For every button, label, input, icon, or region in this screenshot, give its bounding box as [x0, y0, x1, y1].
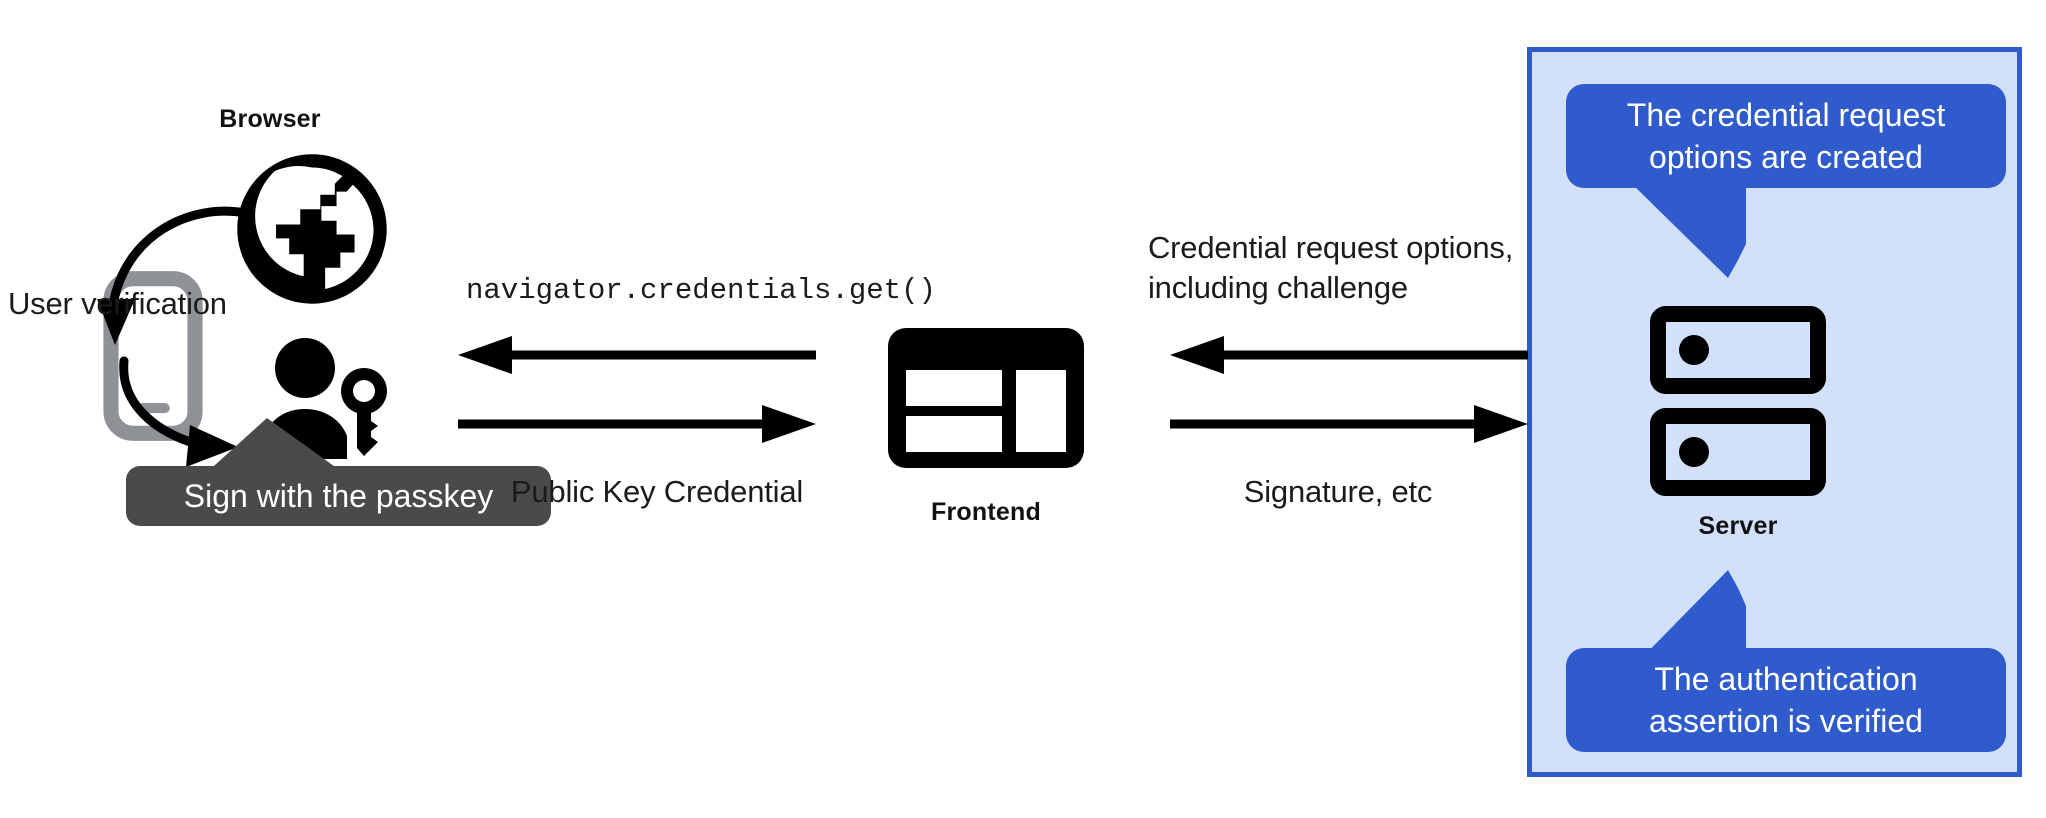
sign-with-passkey-tooltip: Sign with the passkey	[126, 466, 551, 526]
server-rack-icon	[1650, 306, 1826, 496]
web-layout-icon	[888, 328, 1084, 468]
public-key-credential-label: Public Key Credential	[510, 474, 804, 509]
server-label: Server	[1698, 512, 1778, 540]
credential-request-options-label: Credential request options, including ch…	[1148, 230, 1514, 305]
signature-etc-arrow	[1170, 405, 1528, 443]
authentication-assertion-callout: The authentication assertion is verified	[1566, 648, 2006, 752]
credential-request-options-arrow	[1170, 336, 1528, 374]
navigator-get-label: navigator.credentials.get()	[466, 274, 936, 307]
signature-etc-label: Signature, etc	[1243, 474, 1433, 509]
credential-options-callout: The credential request options are creat…	[1566, 84, 2006, 188]
phone-to-user-arrow	[112, 355, 332, 495]
globe-icon	[229, 146, 395, 312]
user-verification-label: User verification	[8, 286, 227, 321]
frontend-label: Frontend	[931, 498, 1041, 526]
sign-with-passkey-tail	[205, 418, 365, 480]
browser-to-phone-arrow	[95, 195, 315, 355]
public-key-credential-arrow	[458, 405, 816, 443]
browser-label: Browser	[219, 105, 321, 133]
credential-options-callout-tail	[1630, 182, 1830, 292]
authentication-assertion-callout-tail	[1630, 570, 1830, 680]
navigator-get-arrow	[458, 336, 816, 374]
